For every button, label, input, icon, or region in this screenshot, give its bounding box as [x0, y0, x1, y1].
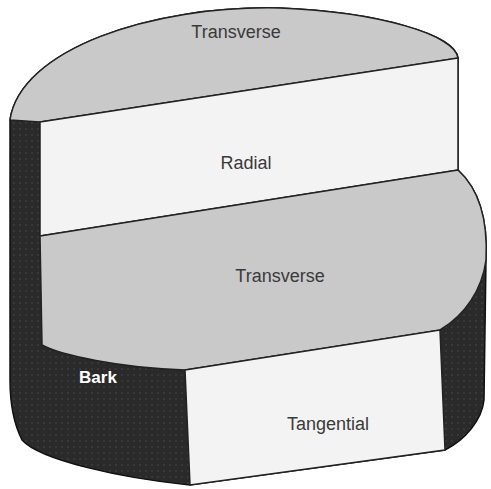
- bark-outline: [10, 8, 486, 485]
- face-label: Radial: [220, 153, 271, 174]
- face-label: Transverse: [235, 266, 324, 287]
- tangential-face: [185, 330, 445, 485]
- face-label: Transverse: [191, 22, 280, 43]
- face-label: Tangential: [287, 414, 369, 435]
- bark-label: Bark: [79, 368, 117, 388]
